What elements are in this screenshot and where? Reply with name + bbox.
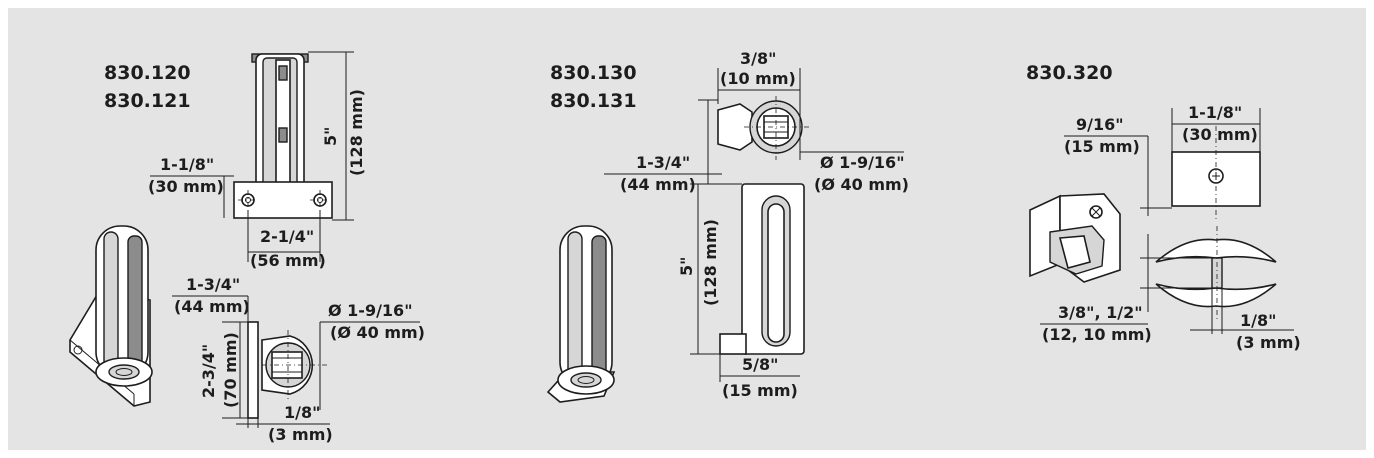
dim-a-dia-mm: (Ø 40 mm): [330, 323, 425, 342]
group-830-120: 830.120 830.121 5" (128 mm): [69, 51, 425, 444]
dim-a-offset-in: 1-1/8": [160, 155, 214, 174]
model-830-131: 830.131: [550, 90, 637, 112]
isometric-view-b: [546, 225, 616, 403]
model-830-130: 830.130: [550, 62, 637, 84]
side-view-c: [1155, 226, 1277, 322]
dim-a-height-in: 5": [321, 127, 340, 146]
dim-b-height-in: 5": [677, 257, 696, 276]
isometric-view-c: [1029, 193, 1121, 283]
dim-b-slot-mm: (10 mm): [720, 69, 796, 88]
plan-view-a: [247, 321, 328, 419]
dim-a-dia-in: Ø 1-9/16": [328, 301, 413, 320]
model-830-120: 830.120: [104, 62, 191, 84]
dim-c-width-mm: (30 mm): [1182, 125, 1258, 144]
dim-a-plate-h-in: 2-3/4": [199, 344, 218, 398]
drawing-panel: [8, 8, 1366, 450]
dim-a-offset-mm: (30 mm): [148, 177, 224, 196]
dim-b-dia-in: Ø 1-9/16": [820, 153, 905, 172]
group-830-130: 830.130 830.131 3/8" (10 mm) 1-3/4" (44 …: [546, 49, 909, 403]
dim-b-depth-in: 1-3/4": [636, 153, 690, 172]
dim-a-width-in: 2-1/4": [260, 227, 314, 246]
dim-a-thick-in: 1/8": [284, 403, 320, 422]
front-view-b: [719, 183, 805, 355]
dim-b-base-mm: (15 mm): [722, 381, 798, 400]
dim-b-slot-in: 3/8": [740, 49, 776, 68]
dim-b-dia-mm: (Ø 40 mm): [814, 175, 909, 194]
dim-a-depth-mm: (44 mm): [174, 297, 250, 316]
dim-c-glass-mm: (12, 10 mm): [1042, 325, 1152, 344]
plan-view-b: [717, 96, 810, 160]
dim-c-hole-in: 9/16": [1076, 115, 1124, 134]
dim-a-plate-h-mm: (70 mm): [221, 332, 240, 408]
dim-b-height-mm: (128 mm): [701, 219, 720, 306]
dim-c-hole-mm: (15 mm): [1064, 137, 1140, 156]
dim-a-width-mm: (56 mm): [250, 251, 326, 270]
plate-view-c: [1171, 126, 1261, 222]
dim-b-depth-mm: (44 mm): [620, 175, 696, 194]
dim-a-height-mm: (128 mm): [347, 89, 366, 176]
isometric-view-a: [69, 225, 153, 407]
dim-c-gap-in: 1/8": [1240, 311, 1276, 330]
dim-c-glass-in: 3/8", 1/2": [1058, 303, 1143, 322]
dim-a-depth-in: 1-3/4": [186, 275, 240, 294]
front-view-a: [233, 53, 333, 219]
model-830-121: 830.121: [104, 90, 191, 112]
dim-b-base-in: 5/8": [742, 355, 778, 374]
model-830-320: 830.320: [1026, 62, 1113, 84]
dim-a-thick-mm: (3 mm): [268, 425, 333, 444]
group-830-320: 830.320 1-1/8" (30 mm) 9/16" (15 mm): [1026, 62, 1301, 352]
dim-c-width-in: 1-1/8": [1188, 103, 1242, 122]
dim-c-gap-mm: (3 mm): [1236, 333, 1301, 352]
